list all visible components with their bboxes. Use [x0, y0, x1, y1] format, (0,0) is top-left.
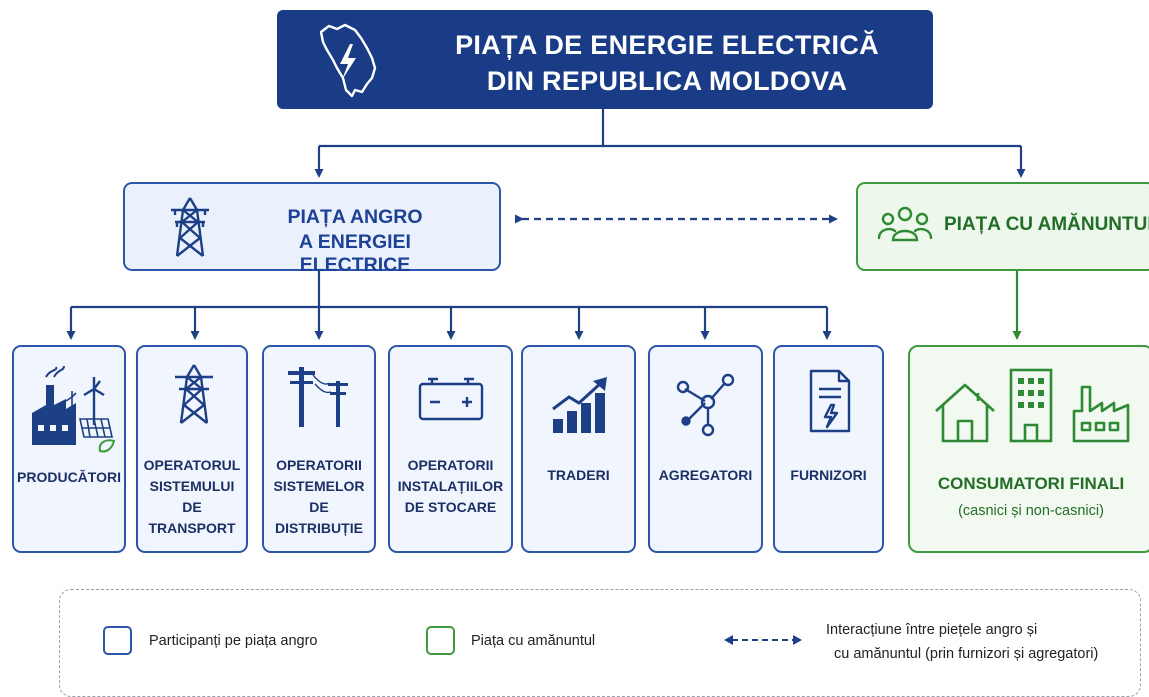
bar-chart-trend-icon [552, 377, 607, 433]
battery-icon [418, 377, 484, 421]
legend-dashed-arrow-icon [724, 635, 802, 645]
factory-icon [1072, 385, 1130, 443]
legend-interaction-line-2: cu amănuntul (prin furnizori și agregato… [834, 646, 1099, 662]
moldova-map-lightning-icon [319, 23, 377, 98]
participant-label-producers: PRODUCĂTORI [17, 469, 121, 485]
wholesale-title-line-1: PIAȚA ANGRO [287, 206, 423, 228]
consumers-title: CONSUMATORI FINALI [937, 474, 1125, 493]
title-line-1: PIAȚA DE ENERGIE ELECTRICĂ [455, 30, 879, 60]
legend-interaction-line-1: Interacțiune între piețele angro și [826, 622, 1038, 638]
participant-card-suppliers: FURNIZORI [773, 345, 884, 553]
participant-card-aggregators: AGREGATORI [648, 345, 763, 553]
legend-wholesale-label: Participanți pe piața angro [149, 633, 318, 649]
house-icon [935, 383, 995, 443]
participant-label-aggregators: AGREGATORI [658, 467, 753, 483]
legend-retail-label: Piața cu amănuntul [471, 633, 596, 649]
network-nodes-icon [676, 373, 735, 437]
power-tower-icon [175, 364, 213, 424]
participant-card-traders: TRADERI [521, 345, 636, 553]
legend-wholesale-swatch [103, 626, 132, 655]
utility-poles-icon [288, 367, 348, 427]
legend-retail-swatch [426, 626, 455, 655]
retail-title: PIAȚA CU AMĂNUNTUL [944, 214, 1149, 235]
factory-wind-solar-icon [32, 365, 116, 453]
wholesale-title-line-2: A ENERGIEI ELECTRICE [299, 231, 411, 276]
office-building-icon [1009, 368, 1053, 443]
invoice-lightning-icon [809, 369, 851, 433]
title-line-2: DIN REPUBLICA MOLDOVA [486, 66, 848, 96]
power-tower-icon [171, 197, 209, 257]
people-group-icon [877, 206, 933, 242]
retail-market-box: PIAȚA CU AMĂNUNTUL [856, 182, 1149, 271]
consumers-subtitle: (casnici și non-casnici) [958, 503, 1104, 519]
wholesale-market-box: PIAȚA ANGRO A ENERGIEI ELECTRICE [123, 182, 501, 276]
final-consumers-card: CONSUMATORI FINALI (casnici și non-casni… [908, 345, 1149, 553]
participant-label-traders: TRADERI [547, 467, 610, 483]
participant-label-suppliers: FURNIZORI [790, 467, 867, 483]
participant-card-producers: PRODUCĂTORI [12, 345, 126, 553]
title-box: PIAȚA DE ENERGIE ELECTRICĂ DIN REPUBLICA… [277, 10, 933, 109]
connector-lines [66, 109, 1026, 340]
